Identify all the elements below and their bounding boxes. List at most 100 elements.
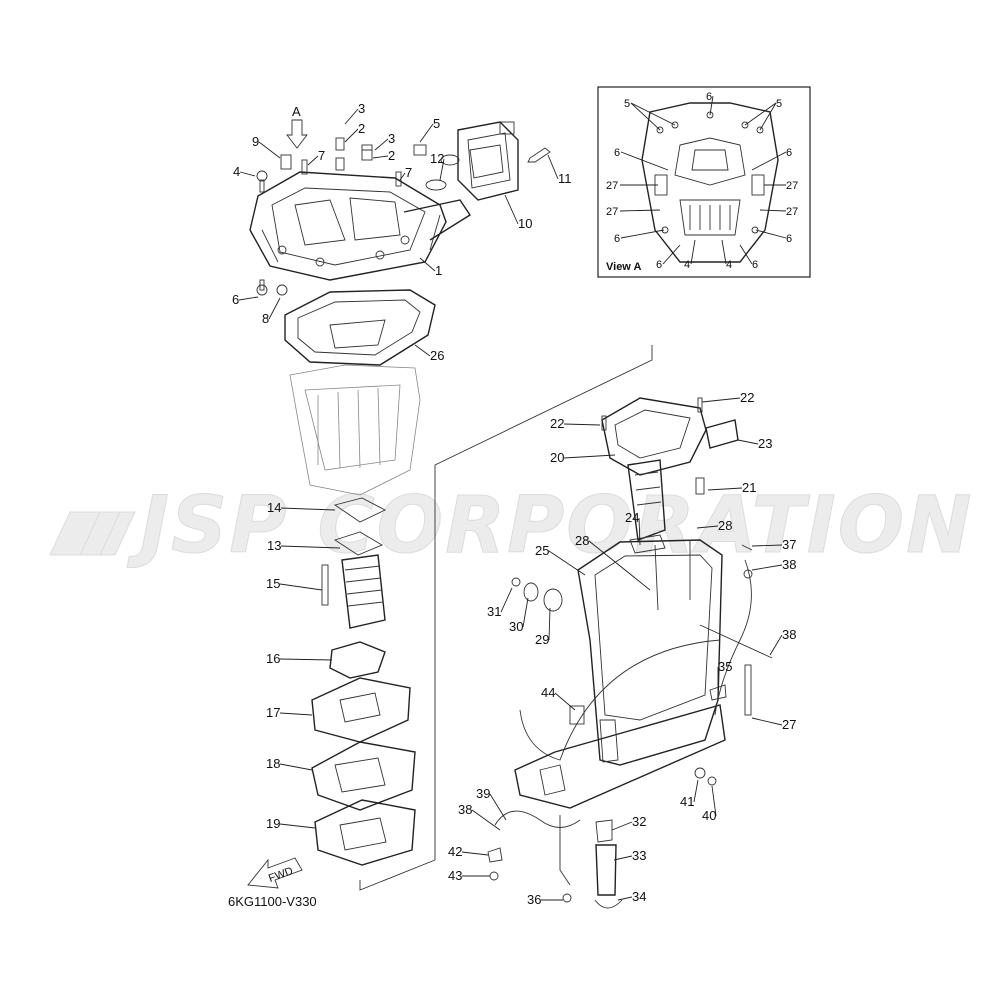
callout-c41: 41 (680, 794, 694, 809)
callout-c14: 14 (267, 500, 281, 515)
callout-v6b: 6 (614, 147, 620, 159)
leader-c37 (751, 544, 783, 547)
callout-v6d: 6 (614, 233, 620, 245)
leader-c32 (611, 821, 633, 831)
callout-c27: 27 (782, 717, 796, 732)
callout-numbers: 3232597712114101682614131516171819222223… (232, 91, 798, 907)
leader-v5b (759, 102, 777, 131)
callout-c8: 8 (262, 311, 269, 326)
leader-c22a (701, 397, 741, 403)
callout-v6g: 6 (752, 259, 758, 271)
leader-v6c (751, 151, 787, 171)
callout-v4a: 4 (684, 259, 690, 271)
callout-v27a: 27 (606, 180, 618, 192)
leader-c18 (279, 763, 313, 771)
leader-v5b (744, 102, 777, 126)
callout-c2b: 2 (388, 148, 395, 163)
leader-c34 (617, 896, 633, 901)
callout-c35: 35 (718, 659, 732, 674)
leader-c41 (693, 779, 699, 803)
callout-c30: 30 (509, 619, 523, 634)
leader-c4 (239, 171, 256, 177)
callout-c37: 37 (782, 537, 796, 552)
small-parts-lower (487, 544, 753, 909)
leader-c40 (711, 785, 717, 817)
callout-c36: 36 (527, 892, 541, 907)
callout-c32: 32 (632, 814, 646, 829)
leader-v6f (662, 244, 681, 265)
leader-c25 (548, 550, 586, 576)
leader-c3a (344, 108, 359, 125)
callout-c40: 40 (702, 808, 716, 823)
leader-c11 (547, 154, 559, 180)
watermark: JSP CORPORATION (49, 481, 973, 572)
callout-v27c: 27 (606, 206, 618, 218)
leader-c9 (258, 141, 281, 159)
callout-c5: 5 (433, 116, 440, 131)
callout-c7a: 7 (318, 148, 325, 163)
callout-c28b: 28 (575, 533, 589, 548)
exhaust-guide (321, 497, 387, 629)
callout-c26: 26 (430, 348, 444, 363)
leader-c7b (399, 172, 406, 181)
leader-c2b (372, 155, 389, 159)
callout-c29: 29 (535, 632, 549, 647)
callout-c12: 12 (430, 151, 444, 166)
callout-v6f: 6 (656, 259, 662, 271)
leader-c2a (344, 128, 359, 143)
view-a-arrow: A (286, 104, 308, 149)
leader-c5 (419, 123, 434, 143)
callout-c38b: 38 (782, 627, 796, 642)
callout-v4b: 4 (726, 259, 732, 271)
callout-c44: 44 (541, 685, 555, 700)
leader-c29 (548, 607, 551, 641)
fwd-label: FWD (267, 865, 295, 885)
leader-c3b (374, 138, 389, 151)
callout-c6: 6 (232, 292, 239, 307)
leader-c8 (268, 297, 281, 320)
leader-v4a (690, 239, 696, 265)
callout-c34: 34 (632, 889, 646, 904)
callout-v6e: 6 (786, 233, 792, 245)
leader-c39 (489, 793, 507, 821)
leader-v5a (630, 102, 676, 126)
callout-c4: 4 (233, 164, 240, 179)
leader-c6 (238, 296, 259, 301)
callout-c33: 33 (632, 848, 646, 863)
leader-c30 (522, 597, 529, 628)
small-parts-top (256, 137, 551, 296)
leader-c28a (696, 525, 719, 529)
leader-c42 (461, 851, 489, 856)
callout-c22b: 22 (550, 416, 564, 431)
view-a-label: View A (606, 261, 642, 273)
gasket-26 (284, 289, 436, 366)
leader-c12 (439, 158, 445, 181)
callout-c16: 16 (266, 651, 280, 666)
leader-c7a (307, 155, 319, 166)
callout-c22a: 22 (740, 390, 754, 405)
leader-c19 (279, 823, 316, 829)
callout-c10: 10 (518, 216, 532, 231)
upper-bracket (249, 171, 471, 281)
leader-v4b (721, 239, 727, 265)
callout-v6c: 6 (786, 147, 792, 159)
leader-c24 (638, 517, 641, 546)
oil-pan-ghost (289, 364, 421, 496)
callout-c1: 1 (435, 263, 442, 278)
callout-c23: 23 (758, 436, 772, 451)
leader-c1 (419, 257, 436, 272)
fwd-arrow: FWD (247, 857, 303, 889)
driveshaft-housing (514, 534, 726, 809)
lower-gaskets (311, 641, 416, 866)
callout-c3a: 3 (358, 101, 365, 116)
leader-c17 (279, 712, 313, 716)
callout-c31: 31 (487, 604, 501, 619)
leader-c28b (588, 540, 651, 591)
leader-c31 (500, 587, 513, 613)
callout-c39: 39 (476, 786, 490, 801)
leader-v6b (620, 151, 669, 171)
leader-c21 (707, 487, 743, 491)
watermark-text: JSP CORPORATION (127, 481, 973, 571)
diagram-code: 6KG1100-V330 (228, 894, 317, 909)
